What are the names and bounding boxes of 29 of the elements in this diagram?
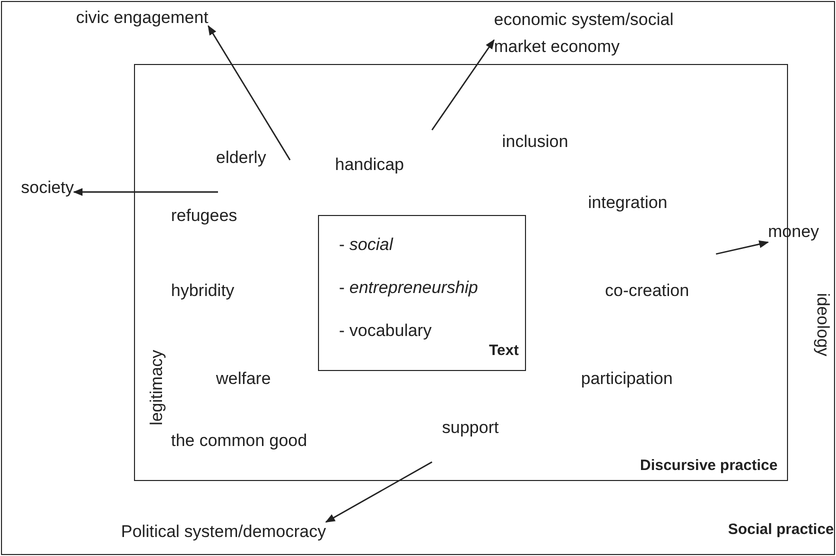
- keyword-label: inclusion: [502, 131, 568, 152]
- context-label: economic system/social market economy: [494, 6, 684, 60]
- keyword-label: co-creation: [605, 280, 690, 302]
- arrow: [208, 25, 291, 160]
- context-label: Political system/democracy: [121, 521, 326, 542]
- keyword-label: the common good: [171, 430, 308, 452]
- keyword-label: support: [442, 417, 499, 438]
- context-label: civic engagement: [76, 7, 208, 28]
- frame-title: Social practice: [728, 521, 834, 540]
- keyword-label: handicap: [335, 154, 404, 176]
- keyword-label: hybridity: [171, 280, 234, 302]
- side-label: ideology: [812, 292, 834, 356]
- context-label: society: [21, 177, 74, 198]
- list-item: - entrepreneurship: [339, 277, 478, 298]
- list-item: - social: [339, 234, 393, 256]
- keyword-label: participation: [581, 368, 673, 390]
- arrow: [431, 39, 495, 130]
- keyword-label: elderly: [216, 147, 266, 168]
- box-title: Text: [489, 342, 519, 361]
- arrow: [72, 188, 218, 196]
- box-title: Discursive practice: [640, 457, 778, 476]
- keyword-label: integration: [588, 192, 668, 214]
- keyword-label: refugees: [171, 205, 238, 226]
- arrow: [325, 461, 432, 523]
- list-item: - vocabulary: [339, 320, 432, 342]
- arrow: [716, 240, 769, 255]
- keyword-label: welfare: [216, 368, 271, 390]
- side-label: legitimacy: [146, 350, 168, 426]
- inner-box: [318, 215, 526, 371]
